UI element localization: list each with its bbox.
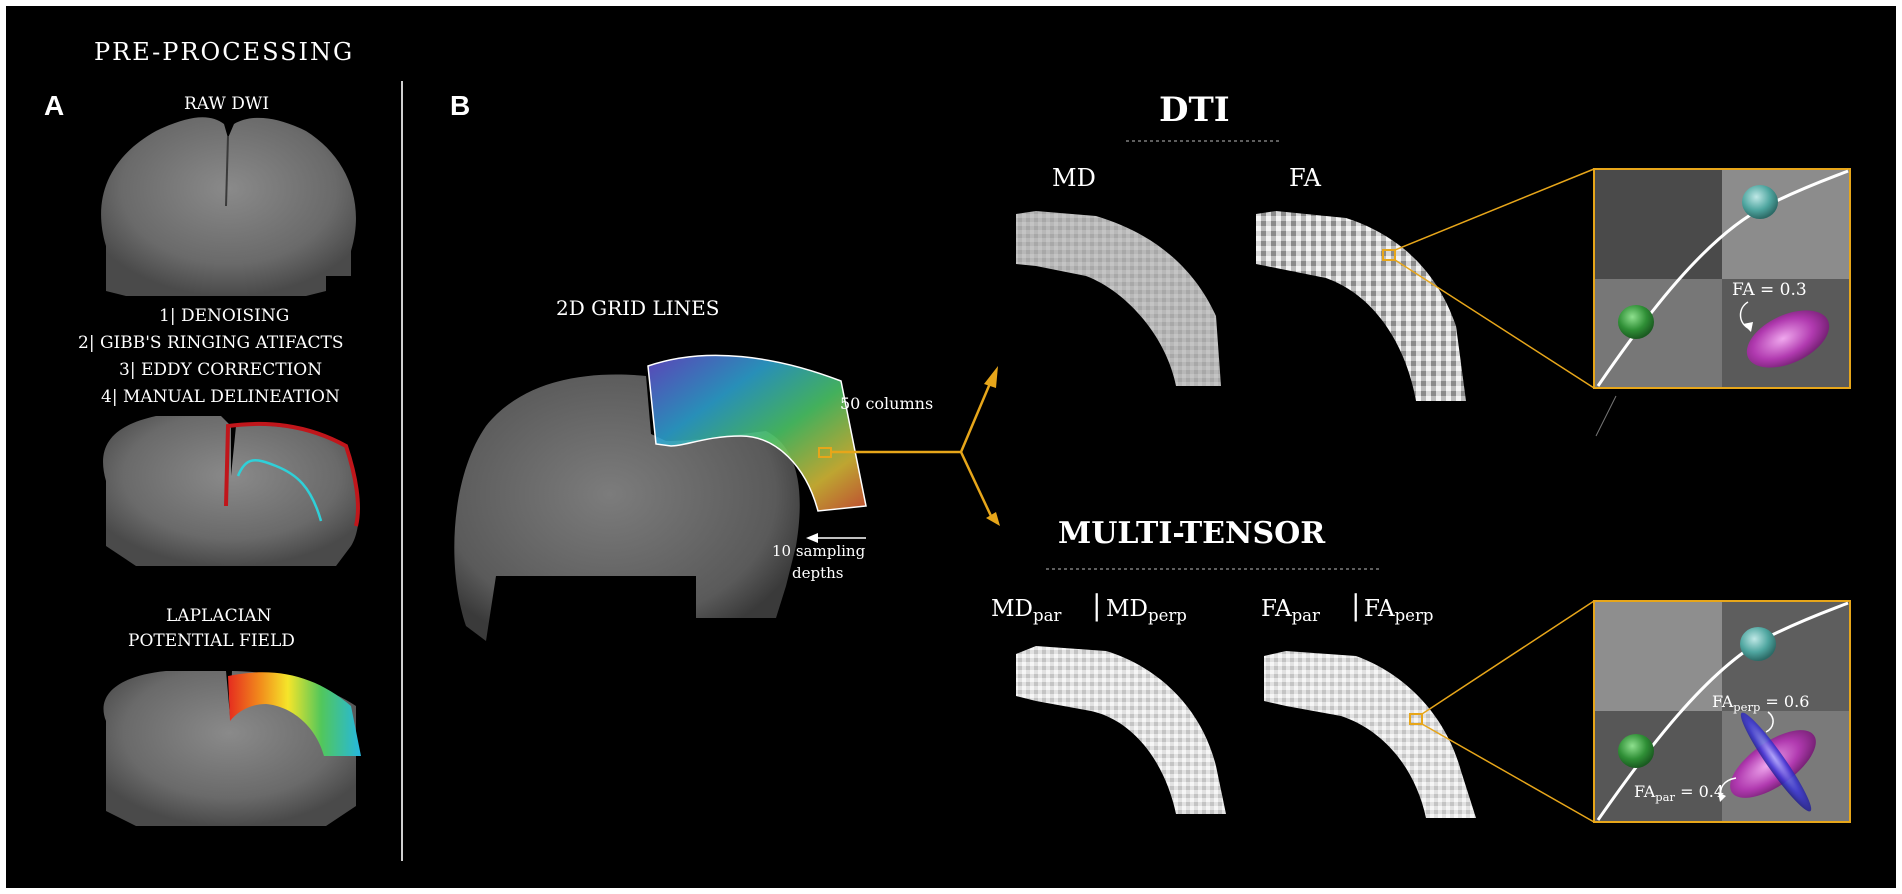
laplacian-label-1: LAPLACIAN — [166, 606, 272, 626]
mt-zoom-box — [1421, 600, 1851, 823]
fa-roi-box — [1382, 249, 1396, 261]
fa-perp-label: FAperp — [1364, 596, 1434, 626]
raw-dwi-label: RAW DWI — [184, 94, 270, 114]
md-par-perp-map — [1016, 646, 1226, 814]
md-map — [1016, 211, 1221, 386]
grid-lines-title: 2D GRID LINES — [556, 296, 720, 320]
sampling-arrowhead — [806, 533, 818, 543]
md-perp-label: MDperp — [1106, 596, 1187, 626]
laplacian-label-2: POTENTIAL FIELD — [128, 631, 295, 651]
fa-value-label: FA = 0.3 — [1732, 280, 1807, 300]
dti-zoom-box — [1394, 168, 1851, 437]
step-denoising: 1| DENOISING — [159, 306, 290, 326]
multi-tensor-title: MULTI-TENSOR — [1058, 516, 1326, 551]
columns-label: 50 columns — [840, 394, 934, 413]
fa-par-label: FApar — [1261, 596, 1320, 626]
fa-label: FA — [1289, 164, 1321, 192]
dti-title: DTI — [1159, 90, 1230, 130]
fa-perp-value-label: FAperp = 0.6 — [1712, 692, 1810, 714]
fa-par-value-label: FApar = 0.4 — [1634, 782, 1725, 804]
fa-par-perp-map — [1264, 651, 1476, 818]
step-eddy: 3| EDDY CORRECTION — [119, 360, 323, 380]
panel-a-letter: A — [44, 90, 65, 121]
panel-b-letter: B — [450, 90, 471, 121]
figure-canvas: PRE-PROCESSING A RAW DWI 1| DENOISING 2|… — [6, 6, 1896, 888]
arrowhead-down — [986, 512, 1000, 526]
delineation-brain-image — [103, 416, 360, 566]
step-gibbs: 2| GIBB'S RINGING ATIFACTS — [78, 333, 344, 353]
depths-label-1: 10 sampling — [772, 542, 866, 560]
depths-label-2: depths — [792, 564, 844, 582]
branch-arrows — [832, 380, 993, 517]
preprocessing-header: PRE-PROCESSING — [94, 38, 355, 66]
grid-brain-image — [454, 354, 867, 641]
laplacian-brain-image — [103, 671, 361, 826]
raw-dwi-brain-image — [101, 117, 356, 296]
md-label: MD — [1052, 164, 1096, 192]
md-separator: | — [1092, 589, 1102, 622]
fa-mt-roi-box — [1409, 713, 1423, 725]
fa-separator: | — [1351, 589, 1361, 622]
step-delineation: 4| MANUAL DELINEATION — [101, 387, 340, 407]
figure-graphics — [101, 81, 1851, 861]
md-par-label: MDpar — [991, 596, 1062, 626]
fa-map — [1256, 211, 1466, 401]
arrowhead-up — [984, 366, 998, 388]
